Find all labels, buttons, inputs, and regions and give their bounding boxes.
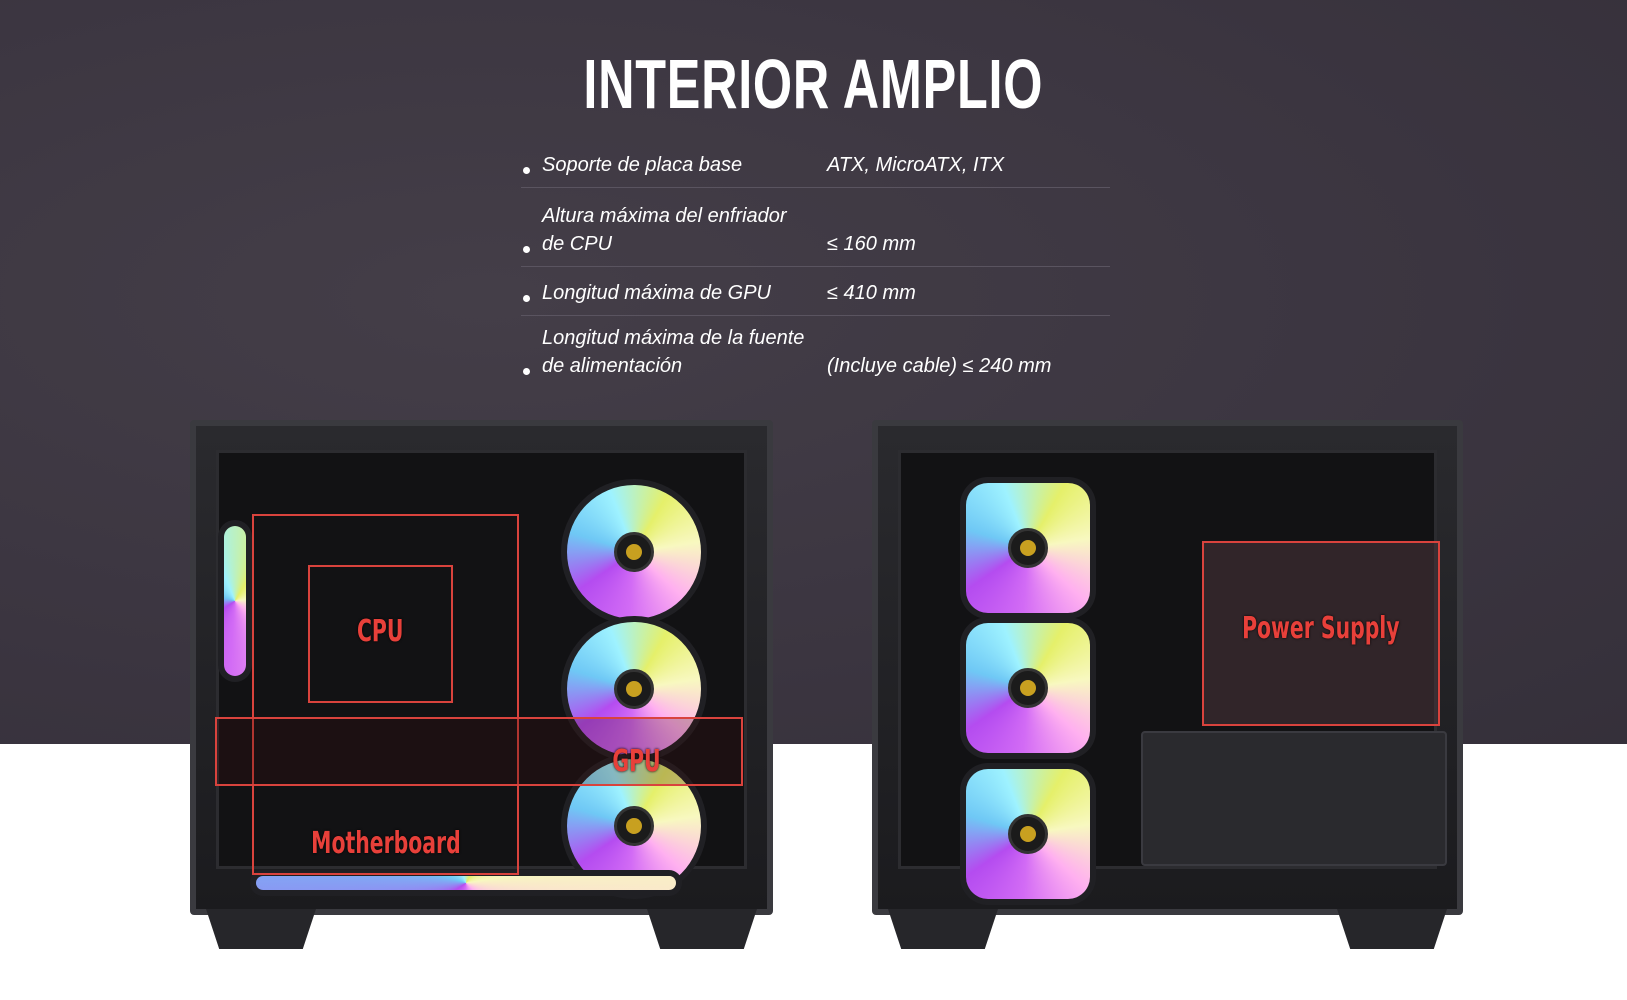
bullet-icon xyxy=(523,246,530,253)
spec-value: ATX, MicroATX, ITX xyxy=(827,154,1005,176)
case-foot xyxy=(647,909,757,949)
spec-row: Longitud máxima de la fuente de alimentac… xyxy=(521,316,1110,388)
power-supply-label: Power Supply xyxy=(1242,611,1400,646)
spec-row: Altura máxima del enfriador de CPU ≤ 160 … xyxy=(521,188,1110,267)
spec-label: Longitud máxima de la fuente de alimentac… xyxy=(542,324,822,380)
page-title: INTERIOR AMPLIO xyxy=(0,44,1627,124)
spec-label: Soporte de placa base xyxy=(542,154,743,176)
case-front-view: CPU GPU Motherboard xyxy=(190,420,773,949)
bullet-icon xyxy=(523,295,530,302)
bottom-fans-icon xyxy=(256,876,676,890)
case-foot xyxy=(1337,909,1447,949)
rgb-fan-icon xyxy=(966,623,1090,753)
spec-label: Altura máxima del enfriador de CPU xyxy=(542,202,822,258)
spec-value: ≤ 410 mm xyxy=(827,282,916,304)
motherboard-label: Motherboard xyxy=(310,826,461,861)
rgb-fan-icon xyxy=(966,769,1090,899)
rgb-fan-icon xyxy=(567,622,701,756)
spec-value: ≤ 160 mm xyxy=(827,233,916,255)
rgb-fan-icon xyxy=(966,483,1090,613)
spec-value: (Incluye cable) ≤ 240 mm xyxy=(827,355,1052,377)
rgb-fan-icon xyxy=(567,485,701,619)
rgb-fan-icon xyxy=(567,759,701,893)
spec-label-line: de CPU xyxy=(542,233,613,255)
case-foot xyxy=(888,909,998,949)
side-fan-icon xyxy=(224,526,246,676)
spec-label-line: Longitud máxima de la fuente xyxy=(542,327,805,349)
power-supply-area xyxy=(1202,541,1440,726)
cpu-label: CPU xyxy=(357,614,404,649)
spec-label: Longitud máxima de GPU xyxy=(542,282,772,304)
spec-label-line: de alimentación xyxy=(542,355,683,377)
spec-label-line: Altura máxima del enfriador xyxy=(542,205,787,227)
case-rear-view: Power Supply xyxy=(872,420,1463,949)
bullet-icon xyxy=(523,167,530,174)
motherboard-area xyxy=(252,514,519,875)
case-foot xyxy=(206,909,316,949)
gpu-label: GPU xyxy=(611,744,661,779)
title-text: INTERIOR AMPLIO xyxy=(583,45,1044,123)
gpu-area xyxy=(215,717,743,786)
spec-list: Soporte de placa base ATX, MicroATX, ITX… xyxy=(521,140,1110,388)
psu-shroud xyxy=(1141,731,1447,866)
spec-row: Longitud máxima de GPU ≤ 410 mm xyxy=(521,267,1110,316)
spec-row: Soporte de placa base ATX, MicroATX, ITX xyxy=(521,140,1110,188)
cpu-area xyxy=(308,565,453,703)
bullet-icon xyxy=(523,368,530,375)
